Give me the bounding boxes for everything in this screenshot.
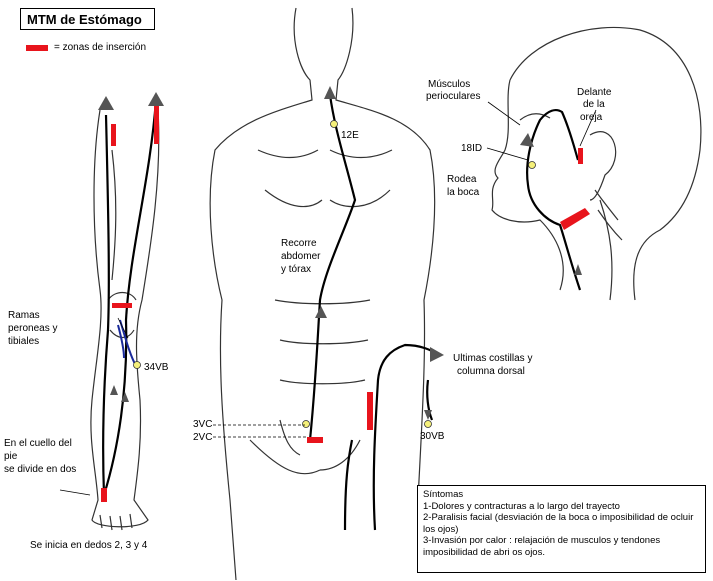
- label-30vb: 30VB: [420, 431, 445, 442]
- leg-outline: [90, 109, 160, 531]
- diagram-title: MTM de Estómago: [20, 8, 155, 30]
- label-12e: 12E: [341, 130, 359, 141]
- label-columna-dorsal: columna dorsal: [457, 366, 525, 377]
- meridian-lines: [102, 94, 582, 531]
- label-oreja: oreja: [580, 112, 603, 123]
- symptom-line-3: 3-Invasión por calor : relajación de mus…: [423, 535, 661, 558]
- symptom-line-1: 1-Dolores y contracturas a lo largo del …: [423, 500, 620, 512]
- torso-outline: [209, 7, 436, 581]
- label-abdomen: abdomer: [281, 251, 321, 262]
- label-tibiales: tibiales: [8, 336, 40, 347]
- label-ultimas-costillas: Ultimas costillas y: [453, 353, 533, 364]
- label-18id: 18ID: [461, 143, 483, 154]
- label-se-inicia: Se inicia en dedos 2, 3 y 4: [30, 540, 148, 551]
- label-perioculares: perioculares: [426, 91, 481, 102]
- flow-arrows: [98, 86, 582, 420]
- legend-text: = zonas de inserción: [54, 42, 147, 53]
- label-ramas: Ramas: [8, 310, 40, 321]
- label-la-boca: la boca: [447, 187, 480, 198]
- label-rodea: Rodea: [447, 174, 477, 185]
- label-delante: Delante: [577, 87, 612, 98]
- head-outline: [491, 26, 702, 301]
- label-2vc: 2VC: [193, 432, 213, 443]
- symptoms-box: Síntomas 1-Dolores y contracturas a lo l…: [417, 485, 706, 573]
- label-cuello-2: pie: [4, 451, 18, 462]
- label-de-la: de la: [583, 99, 605, 110]
- label-musculos: Músculos: [428, 79, 471, 90]
- acupoints: [133, 120, 536, 428]
- label-torax: y tórax: [281, 264, 312, 275]
- label-34vb: 34VB: [144, 362, 169, 373]
- leader-lines: [213, 424, 307, 438]
- insertion-zones: [101, 106, 590, 502]
- symptoms-heading: Síntomas: [423, 489, 464, 500]
- label-peroneas: peroneas y: [8, 323, 58, 334]
- label-recorre: Recorre: [281, 238, 317, 249]
- pointer-lines: [59, 101, 597, 496]
- symptom-line-2: 2-Paralisis facial (desviación de la boc…: [423, 512, 694, 535]
- label-cuello-3: se divide en dos: [4, 464, 77, 475]
- legend-swatch: [26, 45, 48, 51]
- label-3vc: 3VC: [193, 419, 213, 430]
- label-cuello-1: En el cuello del: [4, 438, 72, 449]
